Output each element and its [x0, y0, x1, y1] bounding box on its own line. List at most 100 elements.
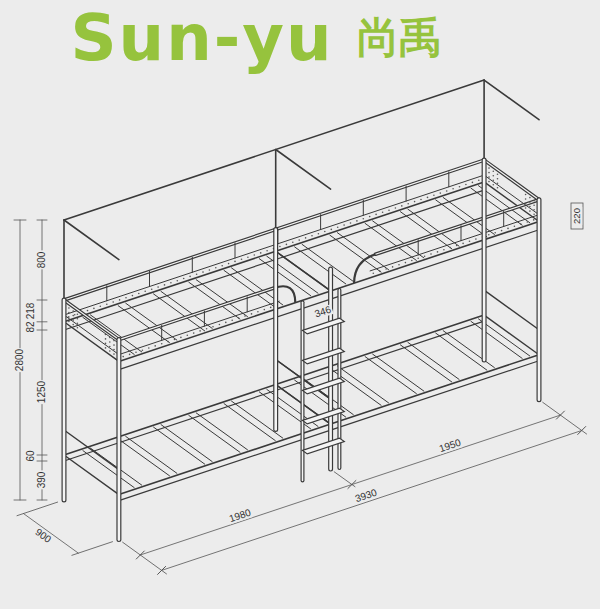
- frame-rail: [331, 222, 539, 291]
- perforation: [193, 332, 195, 334]
- guard-baluster: [503, 211, 504, 226]
- perforation: [231, 320, 233, 322]
- end-rail: [484, 290, 539, 330]
- dimension-line: [162, 431, 582, 571]
- perforation: [501, 230, 503, 232]
- panel-hole: [77, 322, 79, 324]
- ladder-step: [303, 378, 345, 394]
- end-panel-rail: [484, 160, 539, 200]
- panel-hole: [488, 176, 490, 178]
- perforation: [398, 264, 400, 266]
- dimension-tick: [578, 427, 586, 435]
- perforation: [414, 201, 416, 203]
- perforation: [238, 317, 240, 319]
- perforation: [440, 192, 442, 194]
- perforation: [472, 182, 474, 184]
- perforation: [234, 261, 236, 263]
- perforation: [478, 180, 480, 182]
- perforation: [189, 276, 191, 278]
- perforation: [324, 231, 326, 233]
- bed-slat: [161, 425, 212, 462]
- end-panel-rail: [64, 300, 119, 340]
- guard-baluster: [192, 257, 193, 272]
- frame-rail: [276, 190, 484, 259]
- panel-hole: [105, 343, 107, 345]
- perforation: [433, 194, 435, 196]
- guard-band: [119, 301, 279, 354]
- guard-baluster: [406, 186, 407, 201]
- frame-rail: [276, 315, 484, 384]
- panel-hole: [72, 319, 74, 321]
- dimension-tick: [37, 500, 47, 501]
- perforation: [157, 286, 159, 288]
- perforation: [401, 205, 403, 207]
- panel-hole: [68, 312, 70, 314]
- end-panel-band: [484, 175, 539, 215]
- bed-slat: [83, 451, 134, 488]
- perforation: [135, 352, 137, 354]
- panel-hole: [68, 316, 70, 318]
- frame-rail: [276, 182, 484, 251]
- frame-end: [64, 322, 119, 362]
- bed-slat: [126, 436, 177, 473]
- guard-baluster: [448, 172, 449, 187]
- frame-end: [64, 455, 119, 495]
- panel-hole: [109, 341, 111, 343]
- extension-line: [543, 402, 587, 434]
- bed-slat: [196, 413, 247, 450]
- perforation: [142, 349, 144, 351]
- perforation: [443, 249, 445, 251]
- bed-slat: [400, 345, 451, 382]
- bed-slat: [365, 357, 416, 394]
- dimension-line: [23, 514, 78, 554]
- perforation: [180, 337, 182, 339]
- perforation: [488, 234, 490, 236]
- extension-line: [123, 542, 167, 574]
- perforation: [183, 278, 185, 280]
- bed-post: [538, 200, 541, 400]
- guard-baluster: [106, 286, 107, 301]
- frame-rail: [331, 230, 539, 299]
- panel-hole: [525, 207, 527, 209]
- dimension-label: 800: [37, 251, 47, 270]
- panel-hole: [529, 206, 531, 208]
- bed-post: [63, 300, 66, 500]
- perforation: [177, 280, 179, 282]
- panel-hole: [72, 324, 74, 326]
- dimension-tick: [37, 455, 47, 456]
- panel-hole: [105, 338, 107, 340]
- perforation: [93, 308, 95, 310]
- panel-hole: [493, 179, 495, 181]
- perforation: [199, 330, 201, 332]
- perforation: [196, 274, 198, 276]
- bed-post: [274, 230, 277, 430]
- dimension-tick: [14, 500, 26, 501]
- frame-rail: [119, 291, 331, 362]
- guard-rail: [376, 200, 540, 255]
- bed-post: [62, 300, 67, 500]
- perforation: [507, 228, 509, 230]
- guard-end-curve: [354, 254, 375, 283]
- perforation: [202, 271, 204, 273]
- frame-rail: [64, 385, 276, 456]
- bed-post: [328, 269, 333, 469]
- perforation: [437, 251, 439, 253]
- panel-hole: [113, 349, 115, 351]
- dimension-tick: [556, 411, 564, 419]
- perforation: [369, 216, 371, 218]
- perforation: [407, 203, 409, 205]
- ladder-step: [303, 318, 345, 334]
- perforation: [219, 324, 221, 326]
- guard-rail: [119, 288, 274, 340]
- perforation: [311, 235, 313, 237]
- frame-rail: [119, 430, 331, 501]
- perforation: [154, 345, 156, 347]
- canopy-rod: [483, 80, 485, 160]
- perforation: [132, 295, 134, 297]
- brand-name: 尚禹: [356, 17, 442, 59]
- guard-baluster: [149, 272, 150, 287]
- perforation: [446, 190, 448, 192]
- perforation: [125, 297, 127, 299]
